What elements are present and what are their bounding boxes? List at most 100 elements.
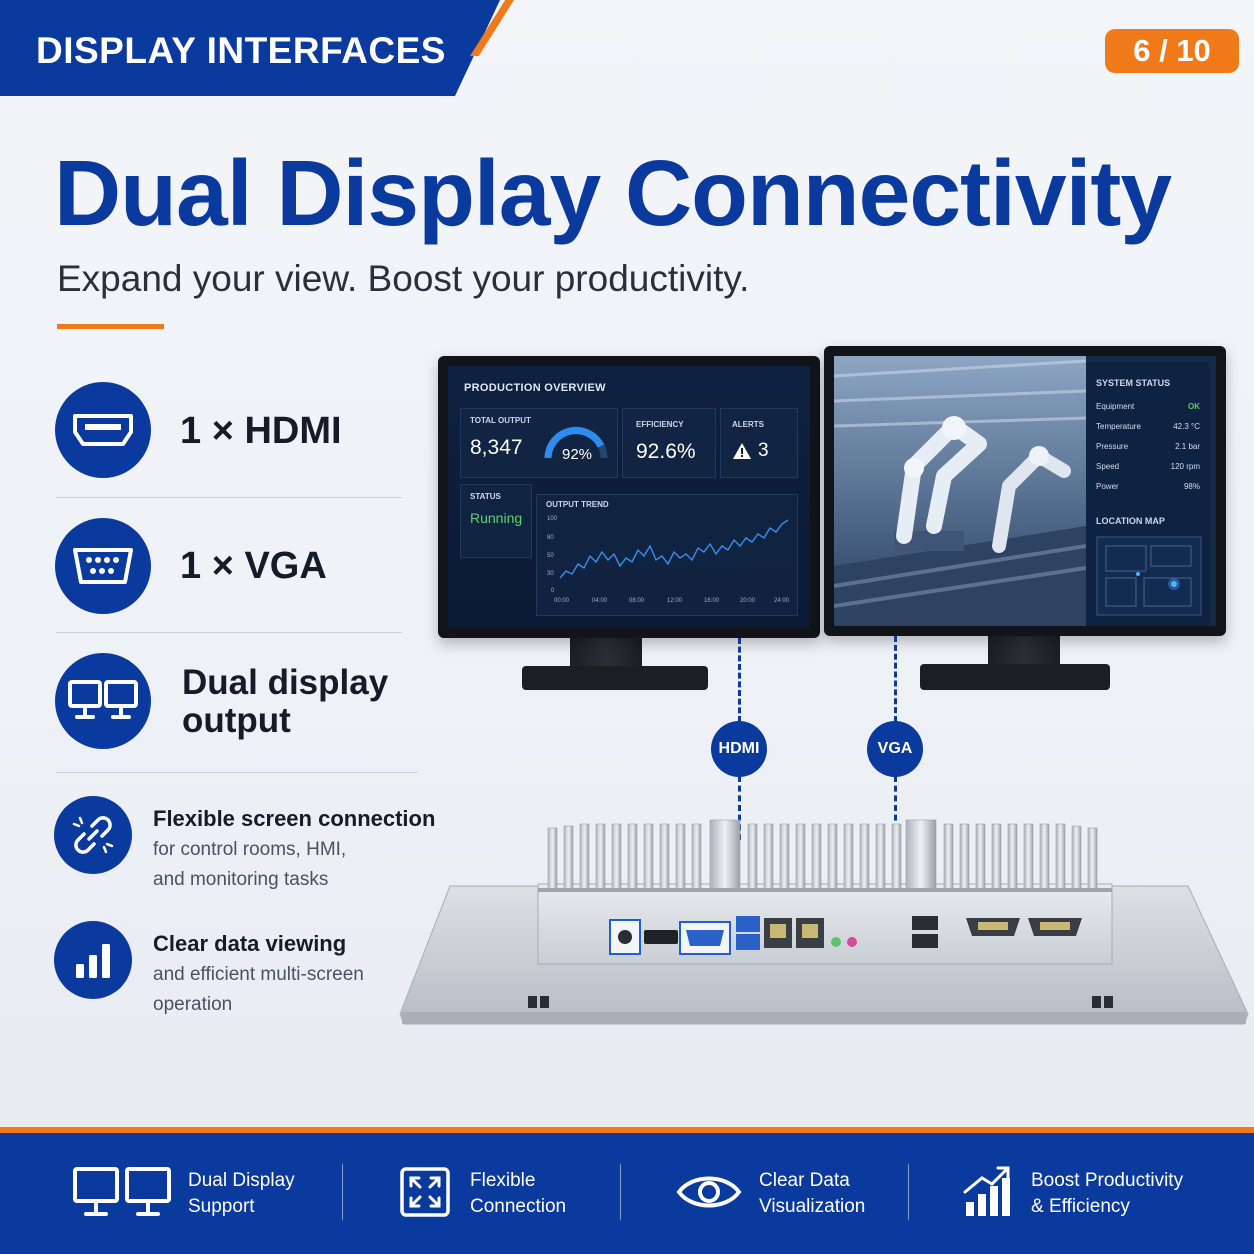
bottom-feature-bar <box>0 1133 1254 1254</box>
feature-divider <box>56 497 402 498</box>
feature-flexible-desc-line2: and monitoring tasks <box>153 869 329 890</box>
industrial-pc <box>399 819 1249 1025</box>
bottom-accent-line <box>0 1127 1254 1133</box>
alerts-label: ALERTS <box>732 420 764 429</box>
status-row-value: 42.3 °C <box>1173 422 1200 431</box>
feature-vga <box>55 518 151 614</box>
feature-hdmi-label: 1 × HDMI <box>180 410 342 452</box>
bottom-item-line1: Boost Productivity <box>1031 1170 1184 1191</box>
expand-arrows-icon <box>400 1167 450 1217</box>
monitor-left-stand-foot <box>522 666 708 690</box>
feature-hdmi <box>55 382 151 478</box>
feature-divider <box>56 772 418 773</box>
bottom-item-line1: Dual Display <box>188 1170 295 1191</box>
trend-x-tick: 12:00 <box>667 598 683 604</box>
hdmi-tag: HDMI <box>711 721 767 777</box>
hdmi-port-icon <box>73 414 133 446</box>
feature-vga-label: 1 × VGA <box>180 545 327 587</box>
bottom-item-line1: Flexible <box>470 1170 536 1191</box>
page-indicator: 6 / 10 <box>1105 29 1239 73</box>
header-banner <box>0 0 500 96</box>
status-row-value: OK <box>1188 402 1200 411</box>
monitor-right: SYSTEM STATUS Equipment OK Temperature 4… <box>824 346 1226 636</box>
feature-divider <box>56 632 402 633</box>
trend-title: OUTPUT TREND <box>546 500 609 509</box>
bottom-item-line2: Support <box>188 1196 255 1217</box>
feature-dual-display <box>55 653 151 749</box>
total-output-value: 8,347 <box>470 436 523 459</box>
subtitle-underline <box>57 324 164 329</box>
feature-flexible-desc-line1: for control rooms, HMI, <box>153 839 347 860</box>
bottom-item-line2: Visualization <box>759 1196 866 1217</box>
bottom-separator <box>620 1164 621 1220</box>
status-row-label: Temperature <box>1096 422 1141 431</box>
bottom-item-dual-display: Dual Display Support <box>188 1168 295 1220</box>
growth-chart-icon <box>963 1166 1010 1216</box>
bottom-separator <box>908 1164 909 1220</box>
trend-line-chart <box>559 519 789 579</box>
gauge-value: 92% <box>562 446 593 463</box>
feature-dual-display-line1: Dual display <box>182 663 389 702</box>
warning-icon <box>733 443 751 459</box>
status-row-label: Speed <box>1096 462 1120 471</box>
monitor-right-stand-foot <box>920 664 1110 690</box>
location-map-title: LOCATION MAP <box>1096 516 1165 526</box>
feature-dual-display-line2: output <box>182 701 291 740</box>
location-map <box>1096 536 1202 616</box>
card-alerts <box>720 408 798 478</box>
card-efficiency <box>622 408 716 478</box>
hdmi-connection-line <box>738 638 741 722</box>
feature-flexible <box>54 796 132 874</box>
trend-x-tick: 08:00 <box>629 598 645 604</box>
feature-clear-data-desc-line1: and efficient multi-screen <box>153 964 364 985</box>
bottom-item-boost: Boost Productivity & Efficiency <box>1031 1168 1183 1220</box>
trend-y-tick: 50 <box>547 553 554 559</box>
feature-dual-display-label: Dual display output <box>182 664 388 740</box>
monitor-right-stand-neck <box>988 632 1060 666</box>
card-status <box>460 484 532 558</box>
vga-port-icon <box>73 548 133 584</box>
dual-display-icon <box>73 1167 171 1216</box>
banner-title: DISPLAY INTERFACES <box>36 30 446 71</box>
status-row-label: Equipment <box>1096 402 1135 411</box>
feature-clear-data <box>54 921 132 999</box>
feature-clear-data-desc-line2: operation <box>153 994 233 1015</box>
monitor-left-screen: PRODUCTION OVERVIEW TOTAL OUTPUT 8,347 9… <box>448 366 810 628</box>
bar-chart-icon <box>76 944 110 978</box>
alerts-value: 3 <box>758 440 769 461</box>
status-label: STATUS <box>470 492 501 501</box>
bottom-item-flexible: Flexible Connection <box>470 1168 566 1220</box>
trend-y-tick: 0 <box>551 588 555 594</box>
vga-tag: VGA <box>867 721 923 777</box>
trend-x-tick: 20:00 <box>740 598 756 604</box>
feature-clear-data-desc: and efficient multi-screen operation <box>153 960 364 1020</box>
vga-connection-line <box>894 636 897 722</box>
status-row-label: Pressure <box>1096 442 1129 451</box>
bottom-item-clear-data: Clear Data Visualization <box>759 1168 865 1220</box>
card-output-trend <box>536 494 798 616</box>
trend-y-tick: 30 <box>547 571 554 577</box>
efficiency-label: EFFICIENCY <box>636 420 684 429</box>
monitor-left-stand-neck <box>570 636 642 670</box>
feature-flexible-title: Flexible screen connection <box>153 806 436 831</box>
gauge-icon <box>544 426 608 459</box>
link-icon <box>72 816 114 854</box>
status-row-label: Power <box>1096 482 1119 491</box>
vga-connection-line <box>894 776 897 840</box>
bottom-item-line1: Clear Data <box>759 1170 850 1191</box>
efficiency-value: 92.6% <box>636 440 696 463</box>
hdmi-connection-line <box>738 776 741 840</box>
status-row-value: 2.1 bar <box>1175 442 1200 451</box>
trend-x-tick: 24:00 <box>774 598 790 604</box>
page-title: Dual Display Connectivity <box>54 141 1172 245</box>
status-value: Running <box>470 510 523 526</box>
trend-x-tick: 00:00 <box>554 598 570 604</box>
feature-clear-data-title: Clear data viewing <box>153 931 347 956</box>
page-subtitle: Expand your view. Boost your productivit… <box>57 258 750 299</box>
system-status-title: SYSTEM STATUS <box>1096 378 1171 388</box>
total-output-label: TOTAL OUTPUT <box>470 416 531 425</box>
monitor-right-screen: SYSTEM STATUS Equipment OK Temperature 4… <box>834 356 1216 626</box>
trend-x-tick: 04:00 <box>592 598 608 604</box>
dual-monitor-icon <box>68 680 138 719</box>
status-row-value: 120 rpm <box>1170 462 1200 471</box>
